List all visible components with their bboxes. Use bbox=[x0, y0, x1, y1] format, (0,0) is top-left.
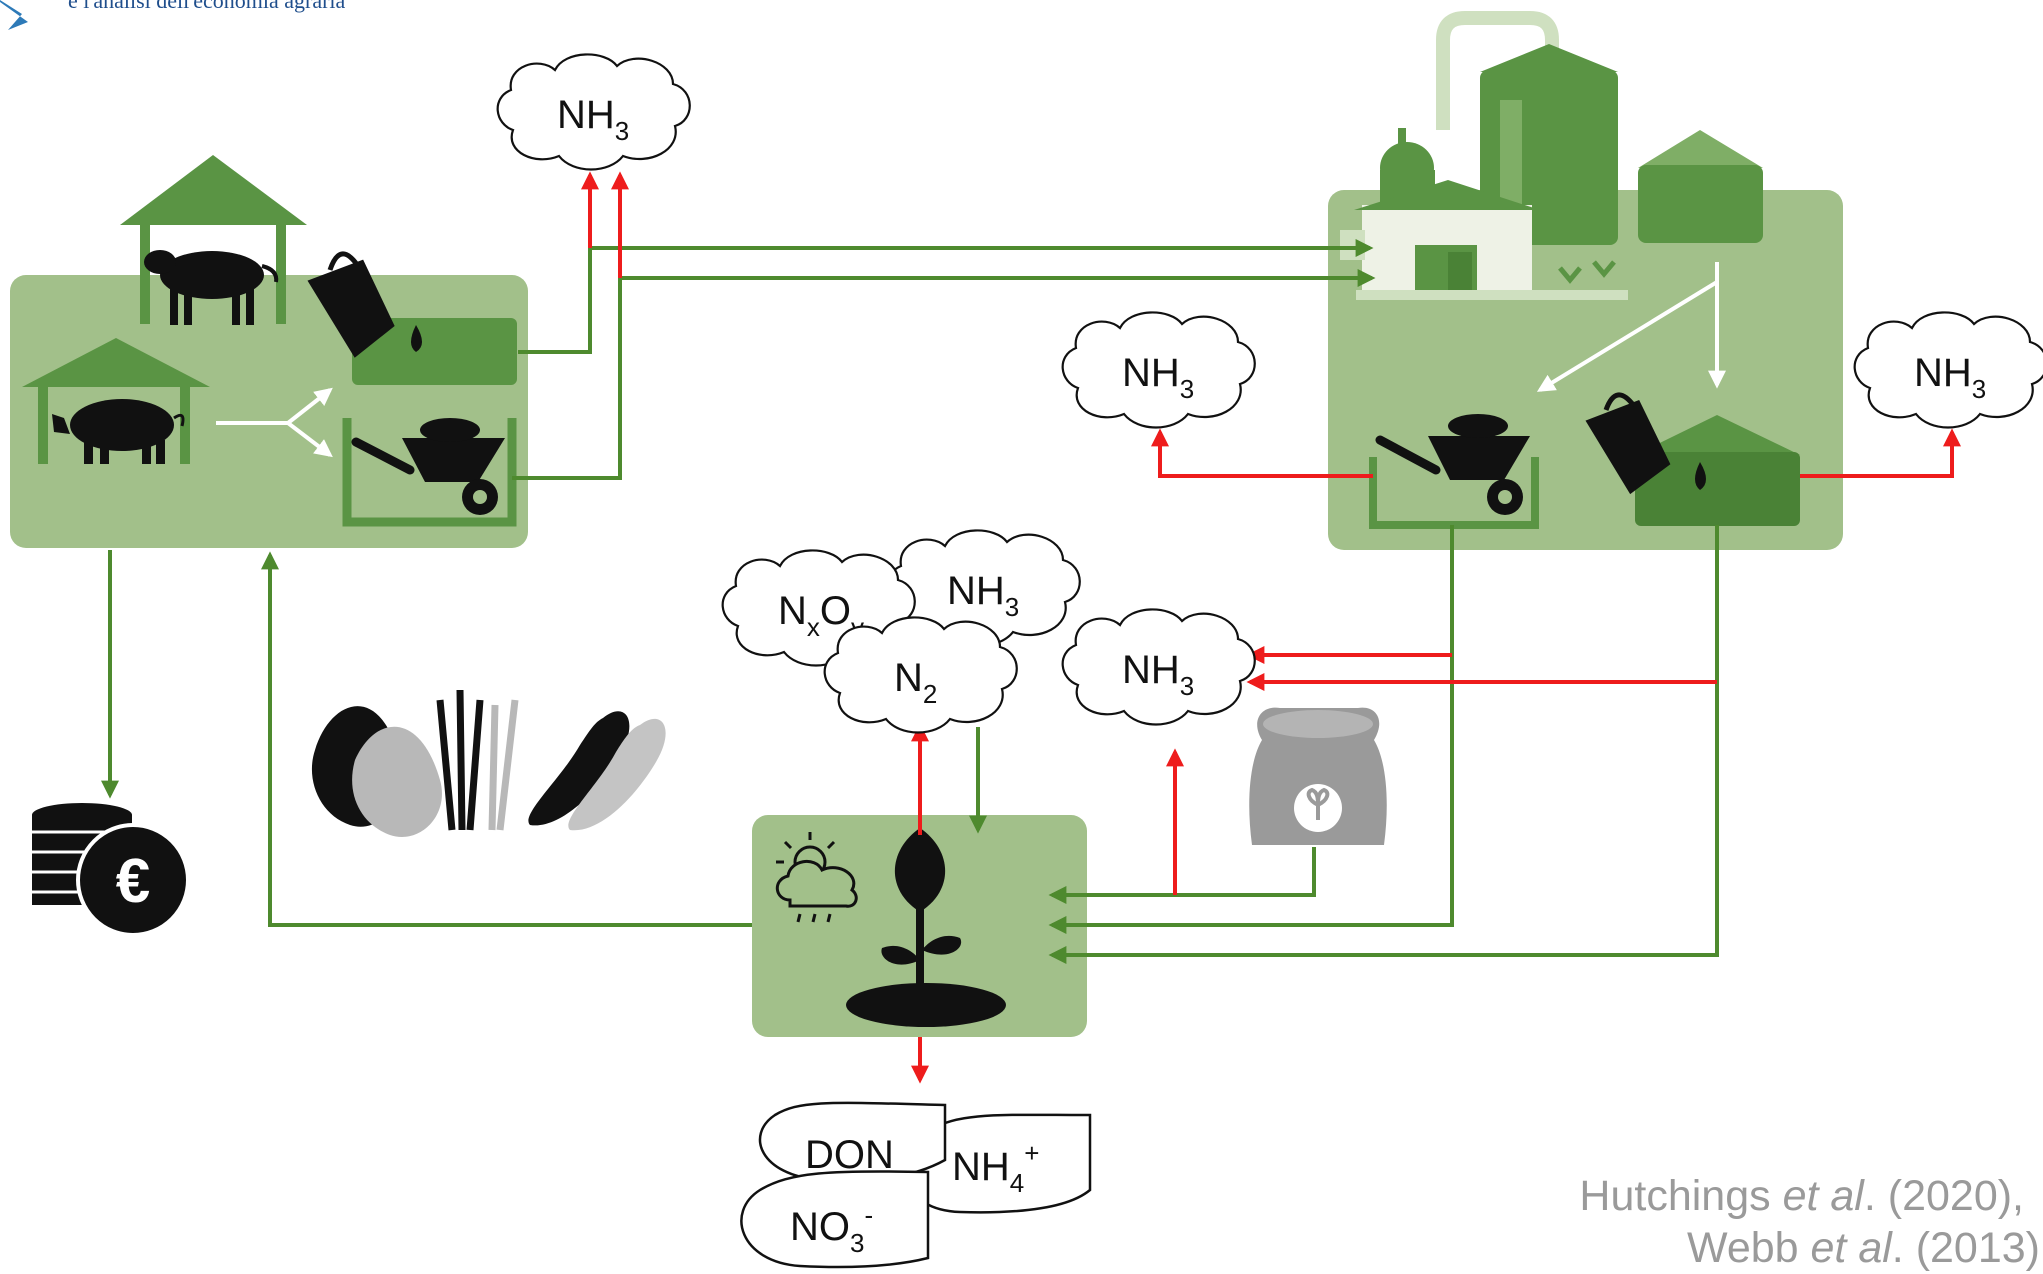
leach-label: NH bbox=[952, 1145, 1010, 1189]
cloud-nh3-biogas-right: NH3 bbox=[1853, 311, 2043, 429]
wheelbarrow-icon bbox=[351, 418, 505, 515]
leach-no3: NO3- bbox=[740, 1170, 930, 1269]
cloud-subscript: 2 bbox=[923, 679, 937, 709]
cloud-label: NH bbox=[947, 569, 1005, 613]
logo-mark-icon bbox=[0, 0, 28, 30]
svg-text:NH3: NH3 bbox=[1914, 351, 1986, 404]
citation-author: Webb bbox=[1687, 1224, 1811, 1272]
cloud-nh3-spreading: NH3 bbox=[1061, 608, 1256, 726]
cloud-subscript: x bbox=[807, 612, 820, 642]
cow-icon bbox=[144, 250, 279, 325]
slurry-bucket-icon bbox=[307, 251, 422, 358]
svg-text:€: € bbox=[116, 847, 150, 916]
cloud-subscript: 3 bbox=[1005, 592, 1019, 622]
citation-line-2: Webb et al. (2013) bbox=[1687, 1224, 2040, 1272]
cloud-nh3-field: NH3 bbox=[886, 529, 1081, 647]
flow-fertilizer-to-field bbox=[1048, 847, 1316, 904]
biogas-plant-icon bbox=[1340, 11, 1628, 300]
barn-cow-icon bbox=[120, 155, 307, 324]
biogas-panel bbox=[1328, 11, 1843, 550]
citation-line-1: Hutchings et al. (2020), bbox=[1579, 1172, 2024, 1220]
cloud-nh3-biogas-left: NH3 bbox=[1061, 311, 1256, 429]
crops-icon bbox=[311, 689, 666, 837]
flow-liquid-digestate-to-field bbox=[1048, 525, 1719, 964]
barn-pig-icon bbox=[22, 338, 210, 464]
cloud-label: NH bbox=[557, 93, 615, 137]
svg-text:NH3: NH3 bbox=[557, 93, 629, 146]
flow-solid-digestate-to-field bbox=[1048, 525, 1454, 934]
euro-coins-icon: € bbox=[32, 803, 190, 937]
leach-nh4: NH4+ bbox=[904, 1113, 1092, 1214]
logo-text: e l'analisi dell'economia agraria bbox=[68, 0, 346, 13]
svg-text:N2: N2 bbox=[894, 656, 937, 709]
emission-liquid-digestate-nh3 bbox=[1800, 428, 1961, 478]
cloud-label: N bbox=[778, 589, 807, 633]
emission-flows bbox=[581, 171, 1961, 1084]
wheelbarrow-icon bbox=[1375, 414, 1530, 515]
field-panel bbox=[752, 815, 1087, 1037]
emission-solid-digestate-nh3 bbox=[1151, 428, 1373, 478]
svg-text:NO3-: NO3- bbox=[790, 1200, 873, 1258]
citation: Hutchings et al. (2020), Webb et al. (20… bbox=[1579, 1172, 2040, 1272]
flow-field-to-farm bbox=[261, 551, 752, 927]
logo: e l'analisi dell'economia agraria bbox=[0, 0, 346, 30]
slurry-bucket-icon bbox=[1585, 392, 1706, 495]
cloud-nh3-farm: NH3 bbox=[496, 53, 691, 171]
cloud-subscript: 3 bbox=[1180, 671, 1194, 701]
cloud-label: O bbox=[820, 589, 851, 633]
citation-year: . (2020), bbox=[1864, 1172, 2024, 1220]
leach-superscript: - bbox=[864, 1200, 873, 1230]
digestate-tank bbox=[1638, 130, 1763, 243]
citation-year: . (2013) bbox=[1892, 1224, 2040, 1272]
citation-etal: et al bbox=[1783, 1172, 1866, 1220]
svg-text:NH3: NH3 bbox=[1122, 351, 1194, 404]
citation-etal: et al bbox=[1811, 1224, 1894, 1272]
leach-subscript: 4 bbox=[1010, 1168, 1024, 1198]
flow-slurry-to-biogas bbox=[518, 239, 1374, 354]
pig-icon bbox=[52, 399, 185, 464]
cloud-subscript: 3 bbox=[1972, 374, 1986, 404]
cloud-label: NH bbox=[1914, 351, 1972, 395]
leach-subscript: 3 bbox=[850, 1228, 864, 1258]
svg-text:NH3: NH3 bbox=[1122, 648, 1194, 701]
arrow-to-solid bbox=[1536, 280, 1719, 392]
cloud-label: N bbox=[894, 656, 923, 700]
cloud-n2: N2 bbox=[823, 616, 1018, 734]
leach-label: DON bbox=[805, 1133, 894, 1177]
leach-superscript: + bbox=[1024, 1138, 1039, 1168]
flow-manure-to-biogas bbox=[512, 269, 1376, 480]
plant-sprout-icon bbox=[846, 828, 1006, 1027]
liquid-digestate-tank bbox=[1635, 415, 1800, 526]
citation-author: Hutchings bbox=[1579, 1172, 1782, 1220]
cloud-subscript: 3 bbox=[1180, 374, 1194, 404]
svg-text:NH3: NH3 bbox=[947, 569, 1019, 622]
cloud-subscript: 3 bbox=[615, 116, 629, 146]
weather-icon bbox=[775, 832, 858, 923]
svg-text:NH4+: NH4+ bbox=[952, 1138, 1039, 1198]
slurry-tank bbox=[352, 318, 517, 385]
fertilizer-bag-icon bbox=[1249, 707, 1387, 845]
manure-pit bbox=[342, 418, 517, 527]
cloud-label: NH bbox=[1122, 648, 1180, 692]
leach-label: NO bbox=[790, 1205, 850, 1249]
farm-panel bbox=[10, 155, 528, 548]
cloud-label: NH bbox=[1122, 351, 1180, 395]
leach-don: DON bbox=[758, 1101, 947, 1183]
split-arrows bbox=[216, 387, 333, 458]
manure-flows bbox=[101, 239, 1719, 964]
